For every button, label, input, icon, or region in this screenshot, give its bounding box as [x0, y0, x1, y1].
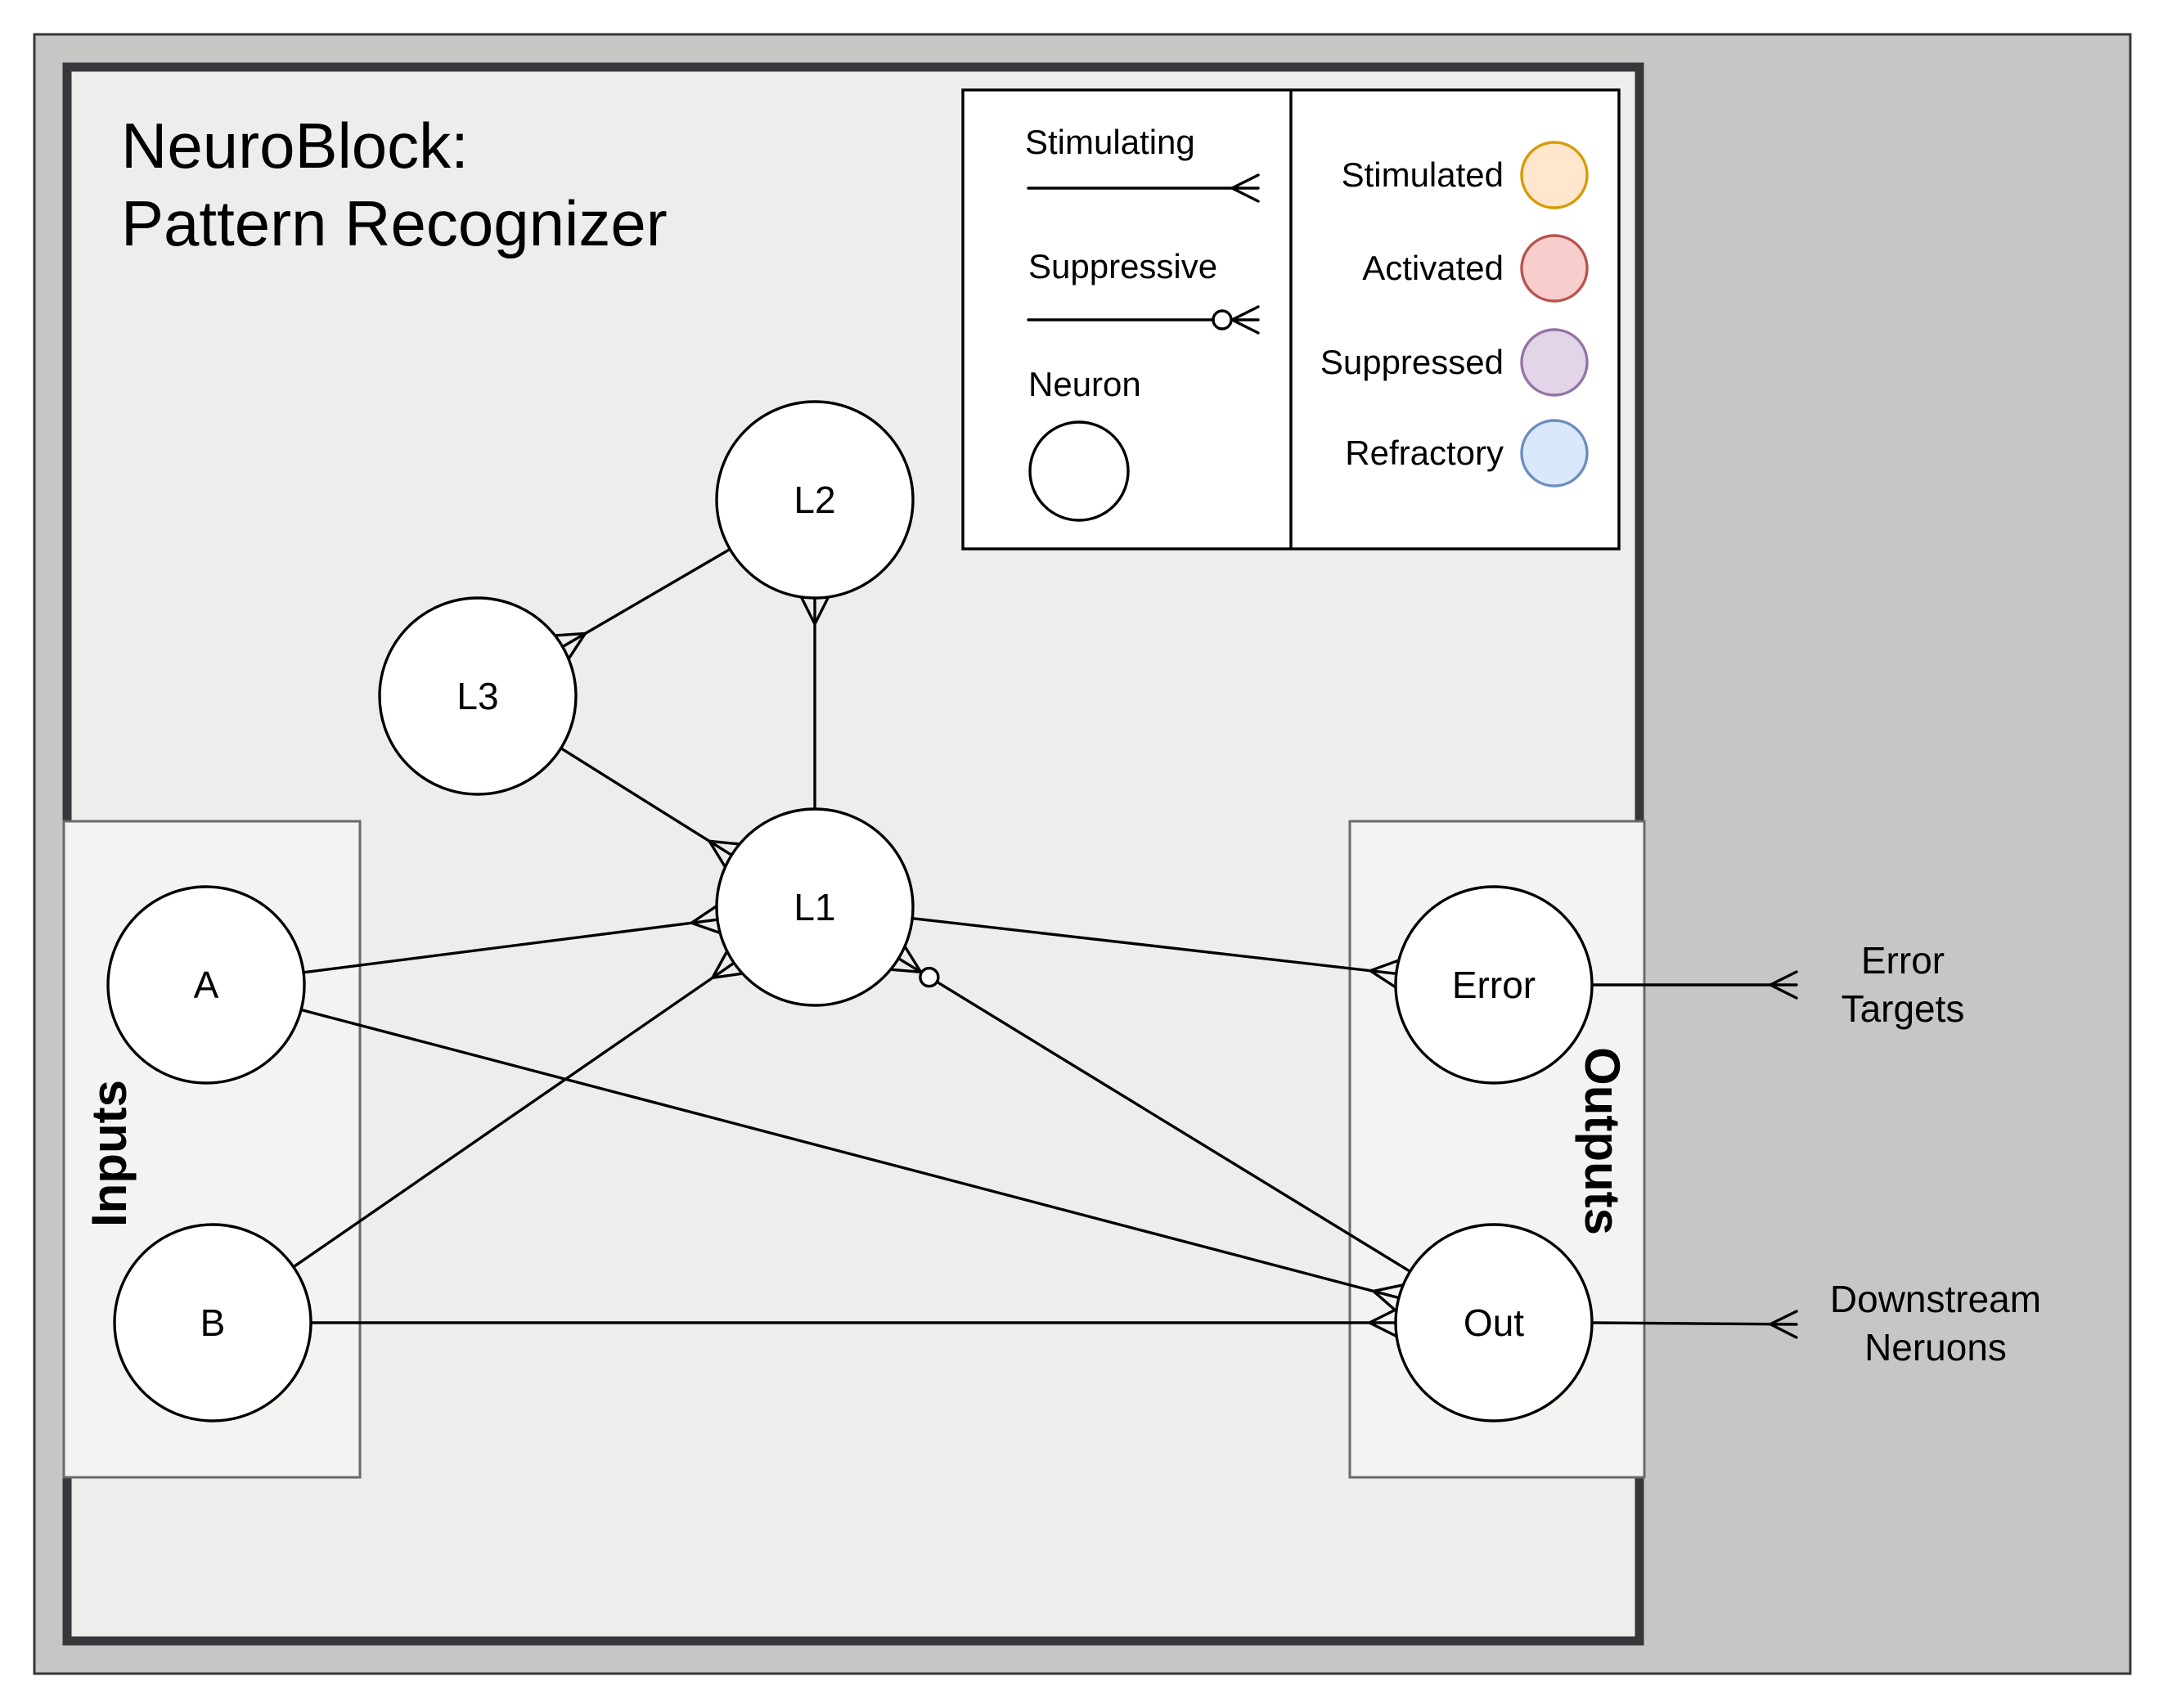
legend-state-stimulated: Stimulated [1342, 141, 1589, 209]
legend: Stimulating Suppressive Neuron Stimulate… [961, 88, 1621, 551]
connection-l1-to-error[interactable] [911, 916, 1400, 988]
downstream-neurons-label-line2: Neruons [1864, 1326, 2007, 1369]
neuron-b[interactable]: B [113, 1223, 313, 1423]
neuron-error[interactable]: Error [1394, 885, 1594, 1085]
legend-state-label: Refractory [1345, 434, 1504, 472]
neuron-a[interactable]: A [106, 885, 306, 1085]
legend-state-suppressed: Suppressed [1320, 328, 1589, 397]
neuron-l2-circle[interactable] [715, 400, 915, 600]
inputs-group-label: Inputs [82, 1080, 137, 1227]
connection-l3-to-l1[interactable] [560, 746, 740, 868]
legend-stimulating-sample [1027, 173, 1260, 203]
connection-line[interactable] [583, 547, 732, 636]
connection-a-to-l1[interactable] [302, 905, 721, 974]
legend-state-label: Stimulated [1342, 155, 1504, 194]
connection-error-to-error-targets[interactable] [1590, 970, 1798, 1000]
legend-suppressive-sample [1027, 305, 1260, 335]
neuron-error-label: Error [1452, 964, 1536, 1006]
neuron-a-label: A [194, 964, 219, 1006]
neuron-l1[interactable]: L1 [715, 807, 915, 1007]
connection-line[interactable] [1590, 1321, 1772, 1326]
connection-l2-to-l3[interactable] [554, 547, 732, 660]
legend-suppressive-label: Suppressive [1028, 247, 1217, 285]
neuron-out-circle[interactable] [1394, 1223, 1594, 1423]
neuron-l1-label: L1 [794, 886, 835, 928]
neuron-l3-circle[interactable] [378, 596, 578, 796]
downstream-neurons-label-line1: Downstream [1830, 1278, 2041, 1320]
error-targets-label-line2: Targets [1841, 987, 1965, 1030]
legend-state-label: Suppressed [1320, 343, 1504, 381]
neuron-out-label: Out [1464, 1301, 1524, 1344]
connection-line[interactable] [299, 1008, 1375, 1293]
legend-state-swatch [1520, 141, 1589, 209]
legend-state-activated: Activated [1362, 234, 1589, 303]
neuron-a-circle[interactable] [106, 885, 306, 1085]
legend-stimulating-label: Stimulating [1025, 123, 1195, 161]
neuron-b-circle[interactable] [113, 1223, 313, 1423]
legend-state-swatch [1520, 328, 1589, 397]
connection-line[interactable] [935, 980, 1412, 1274]
neuron-l2-label: L2 [794, 479, 835, 521]
diagram-subtitle: Pattern Recognizer [121, 187, 668, 259]
neuron-l3[interactable]: L3 [378, 596, 578, 796]
connection-line[interactable] [292, 976, 714, 1269]
connection-line[interactable] [911, 916, 1372, 973]
legend-neuron-sample [1028, 420, 1130, 522]
connection-l1-to-l2[interactable] [800, 596, 830, 811]
connection-line[interactable] [560, 746, 711, 843]
neuron-l1-circle[interactable] [715, 807, 915, 1007]
legend-state-label: Activated [1362, 249, 1504, 287]
neuron-out[interactable]: Out [1394, 1223, 1594, 1423]
suppressive-marker [1212, 309, 1233, 330]
connection-out-to-l1[interactable] [890, 946, 1412, 1274]
legend-state-refractory: Refractory [1345, 419, 1589, 488]
suppressive-marker [919, 966, 940, 988]
outputs-group-label: Outputs [1575, 1047, 1630, 1235]
neuron-b-label: B [200, 1301, 226, 1344]
connection-a-to-out[interactable] [299, 1008, 1404, 1312]
legend-neuron-label: Neuron [1028, 365, 1141, 403]
error-targets-label-line1: Error [1861, 939, 1945, 982]
connection-b-to-out[interactable] [309, 1308, 1397, 1337]
connection-line[interactable] [302, 921, 693, 974]
diagram-title: NeuroBlock: [121, 110, 469, 182]
legend-state-swatch [1520, 419, 1589, 488]
neuron-l2[interactable]: L2 [715, 400, 915, 600]
legend-state-swatch [1520, 234, 1589, 303]
neuron-error-circle[interactable] [1394, 885, 1594, 1085]
connection-out-to-downstream-neruons[interactable] [1590, 1310, 1798, 1339]
connection-b-to-l1[interactable] [292, 951, 744, 1269]
neuron-l3-label: L3 [456, 675, 498, 717]
